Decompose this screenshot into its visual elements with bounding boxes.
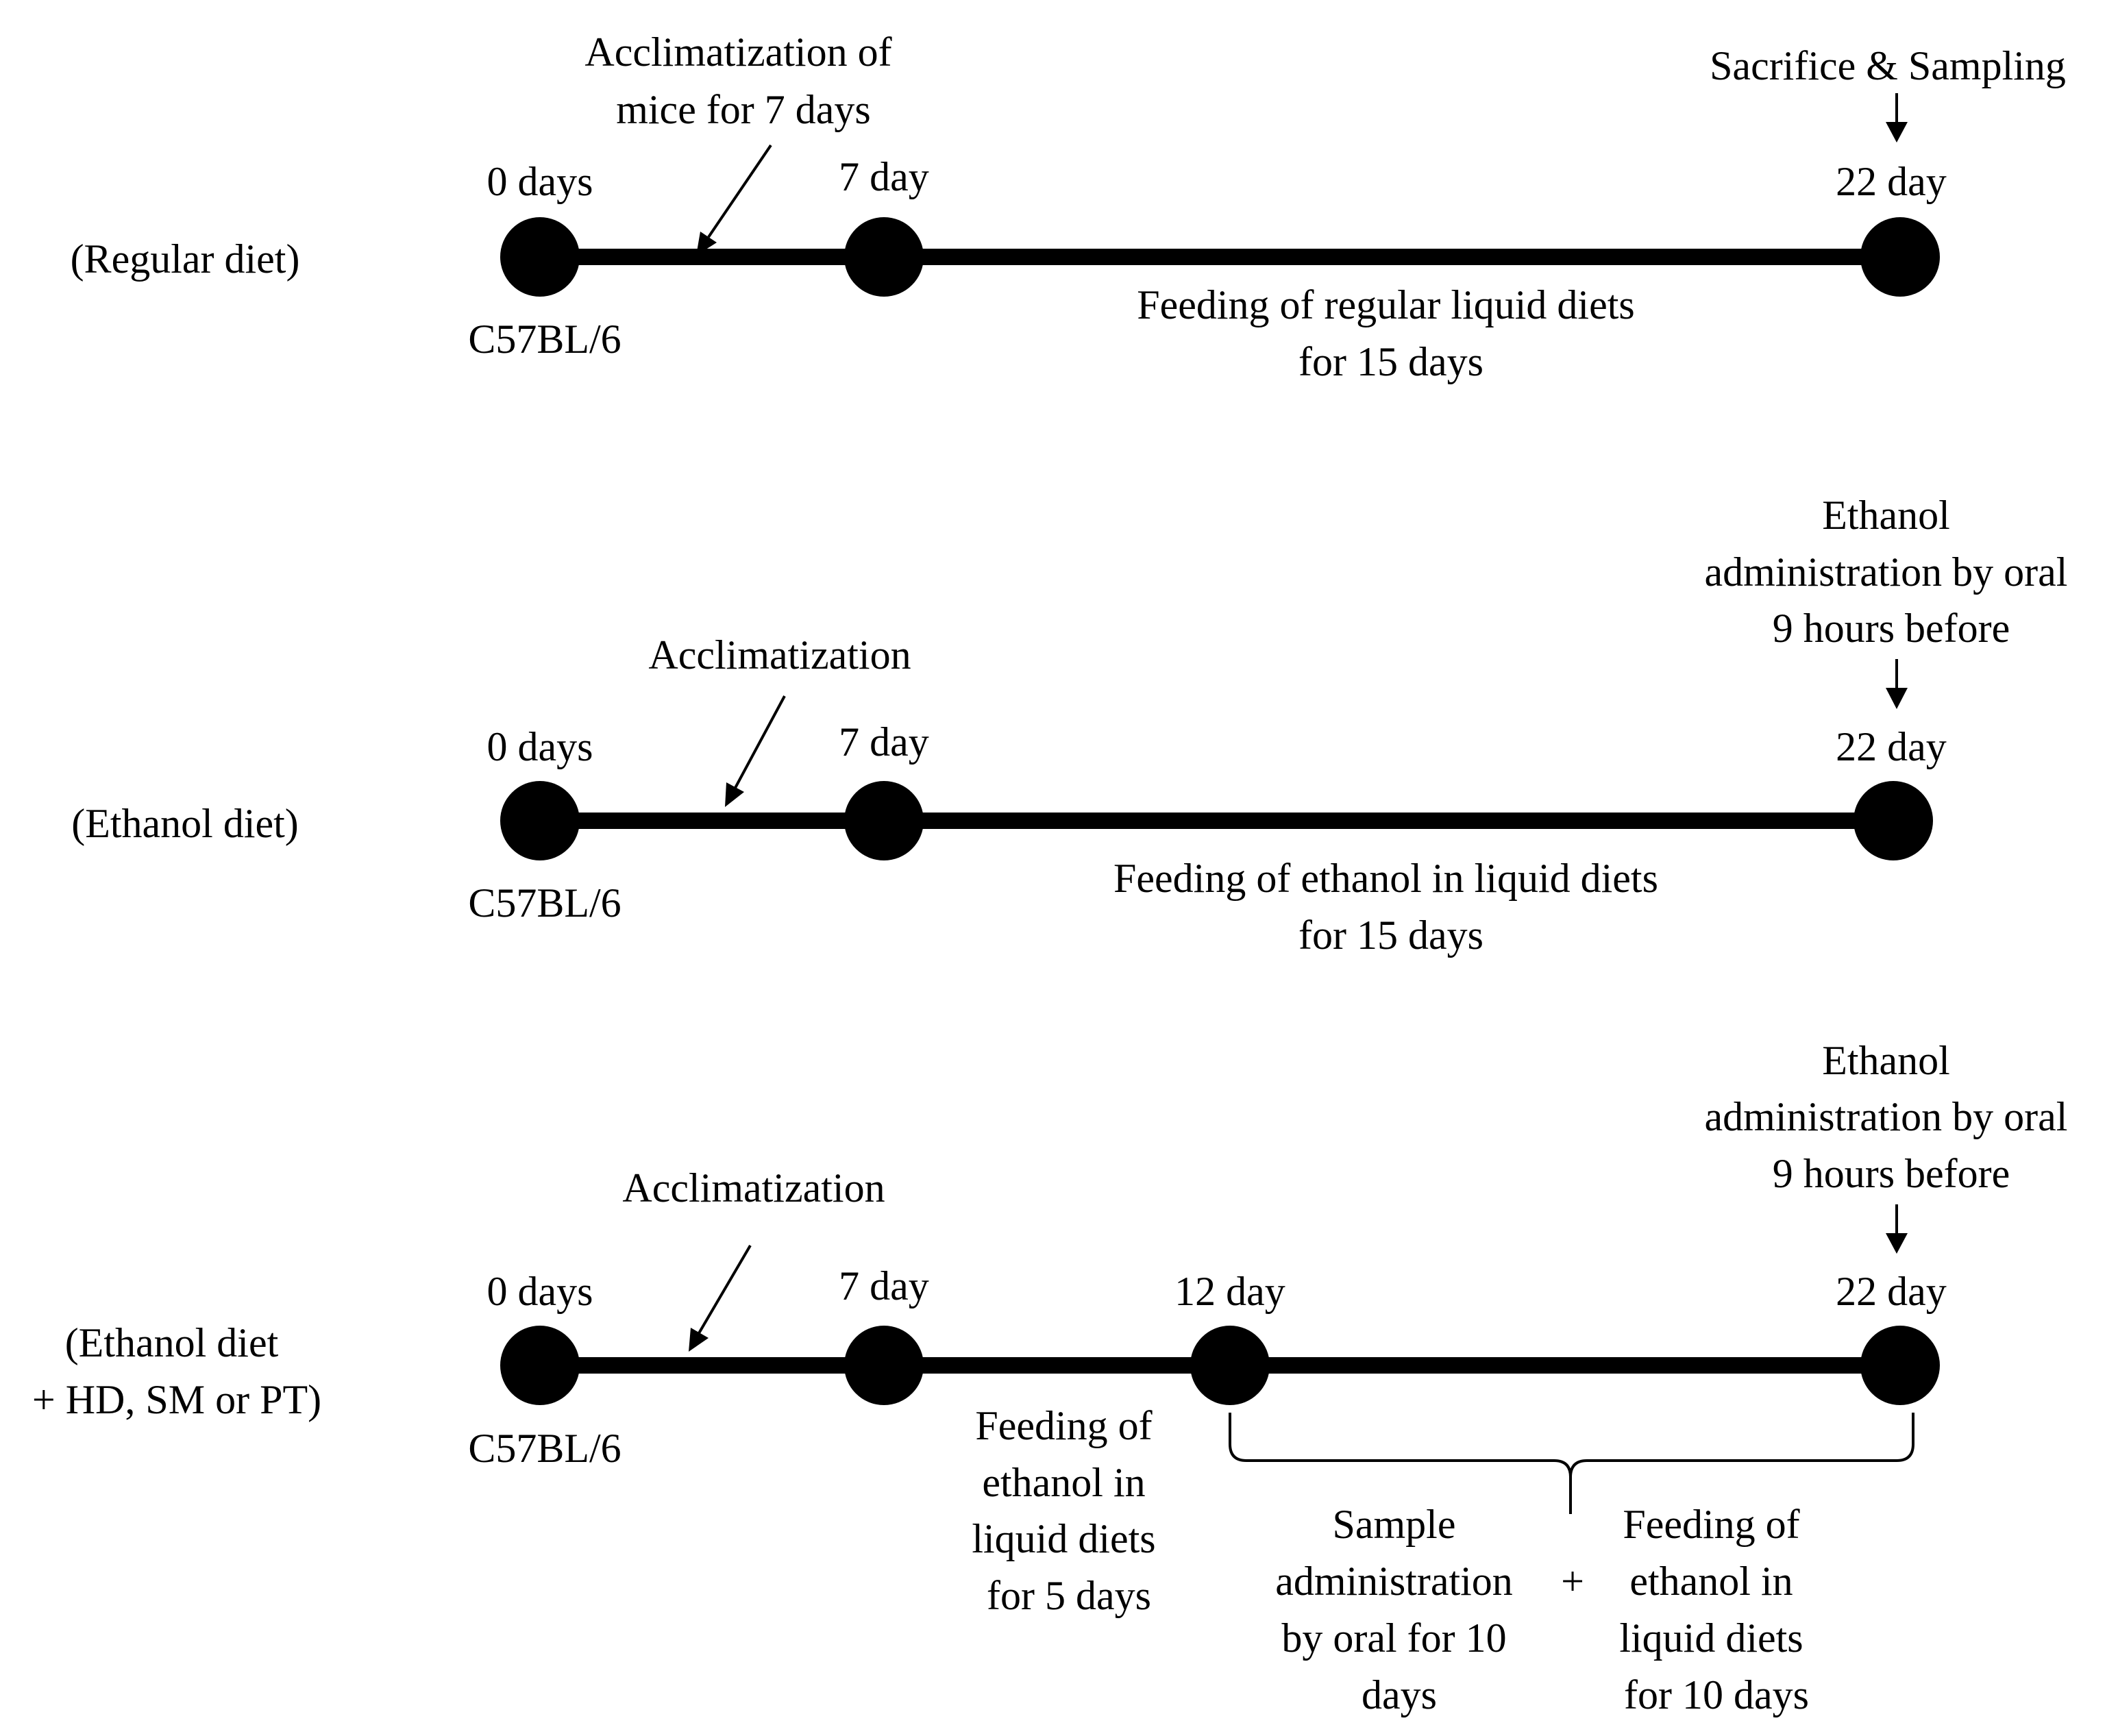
milestone-day-22: 22 day — [1836, 159, 1947, 204]
milestone-day-0: 0 days — [487, 1269, 593, 1314]
timepoint-marker-day-7 — [844, 781, 924, 860]
acclimatization-label: Acclimatization of mice for 7 days — [584, 29, 902, 132]
strain-label: C57BL/6 — [468, 1426, 621, 1471]
endpoint-arrow — [1886, 1204, 1908, 1254]
strain-label: C57BL/6 — [468, 880, 621, 926]
acclimatization-arrow — [689, 1244, 752, 1352]
feeding-label: Feeding of regular liquid diets for 15 d… — [1137, 282, 1645, 384]
plus-sign: + — [1561, 1559, 1584, 1604]
group-label-ethanol-diet-plus-sample: (Ethanol diet + HD, SM or PT) — [32, 1320, 321, 1422]
timepoint-marker-day-22 — [1860, 1326, 1940, 1405]
milestone-day-7: 7 day — [839, 1263, 929, 1309]
feeding-label: Feeding of ethanol in liquid diets for 5… — [972, 1403, 1166, 1618]
group-label-regular-diet: (Regular diet) — [71, 236, 300, 282]
acclimatization-label: Acclimatization — [622, 1165, 885, 1211]
milestone-day-7: 7 day — [839, 154, 929, 199]
acclimatization-label: Acclimatization — [648, 632, 911, 678]
endpoint-arrow — [1886, 93, 1908, 142]
combined-feeding-label: Feeding of ethanol in liquid diets for 1… — [1619, 1502, 1813, 1718]
milestone-day-22: 22 day — [1836, 1269, 1947, 1314]
timepoint-marker-day-7 — [844, 1326, 924, 1405]
combined-period-brace — [1229, 1413, 1914, 1514]
timepoint-marker-day-12 — [1190, 1326, 1270, 1405]
endpoint-arrow — [1886, 659, 1908, 709]
milestone-day-22: 22 day — [1836, 724, 1947, 769]
milestone-day-0: 0 days — [487, 159, 593, 204]
endpoint-label: Ethanol administration by oral 9 hours b… — [1705, 1038, 2078, 1196]
milestone-day-12: 12 day — [1174, 1269, 1285, 1314]
timepoint-marker-day-22 — [1854, 781, 1933, 860]
group-label-ethanol-diet: (Ethanol diet) — [71, 801, 299, 846]
timepoint-marker-day-7 — [844, 217, 924, 297]
acclimatization-arrow — [725, 695, 786, 807]
timepoint-marker-day-0 — [500, 781, 580, 860]
acclimatization-arrow — [696, 144, 772, 256]
milestone-day-0: 0 days — [487, 724, 593, 769]
feeding-label: Feeding of ethanol in liquid diets for 1… — [1113, 856, 1668, 958]
endpoint-label: Sacrifice & Sampling — [1710, 43, 2066, 88]
strain-label: C57BL/6 — [468, 317, 621, 362]
timepoint-marker-day-22 — [1860, 217, 1940, 297]
timeline-ethanol-diet-plus-sample: (Ethanol diet + HD, SM or PT) Acclimatiz… — [32, 1038, 2078, 1718]
timepoint-marker-day-0 — [500, 1326, 580, 1405]
timeline-ethanol-diet: (Ethanol diet) Acclimatization Ethanol a… — [71, 493, 2078, 958]
endpoint-label: Ethanol administration by oral 9 hours b… — [1705, 493, 2078, 651]
sample-administration-label: Sample administration by oral for 10 day… — [1275, 1502, 1523, 1718]
milestone-day-7: 7 day — [839, 719, 929, 765]
timeline-regular-diet: (Regular diet) Acclimatization of mice f… — [71, 29, 2066, 384]
timepoint-marker-day-0 — [500, 217, 580, 297]
